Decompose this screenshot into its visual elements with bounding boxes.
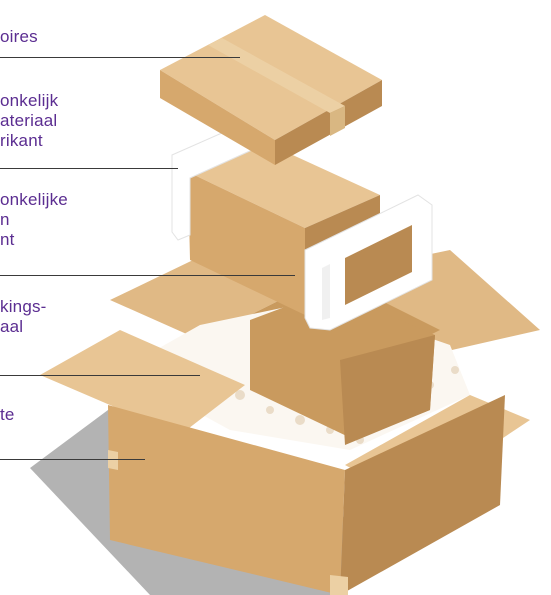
leader-line-outer-box: [0, 459, 145, 460]
outer-box-tape-strip-bottom: [330, 575, 348, 595]
leader-line-lid: [0, 57, 240, 58]
outer-box-front-left-flap: [40, 330, 245, 435]
outer-box-right-face: [340, 395, 505, 595]
lid-tape: [208, 38, 345, 113]
leader-line-manufacturer-packaging: [0, 168, 178, 169]
label-lid: oires: [0, 27, 38, 46]
original-box-top: [188, 140, 380, 228]
outer-box-left-face: [108, 405, 345, 595]
foam-cap-window: [345, 225, 412, 305]
label-original-box: onkelijke n nt: [0, 190, 68, 249]
lid-front: [160, 70, 275, 165]
lid-side: [275, 80, 382, 165]
leader-line-filler-material: [0, 375, 200, 376]
original-box-lower-front: [340, 335, 435, 445]
original-box-front: [188, 172, 305, 315]
lid-tape-edge: [330, 106, 345, 136]
label-manufacturer-packaging: onkelijk ateriaal rikant: [0, 91, 59, 150]
leader-line-original-box: [0, 275, 295, 276]
label-filler-material: kings- aal: [0, 297, 47, 336]
outer-box-tape-strip: [108, 450, 118, 470]
label-outer-box: te: [0, 405, 15, 424]
foam-cap-slot: [322, 264, 330, 320]
